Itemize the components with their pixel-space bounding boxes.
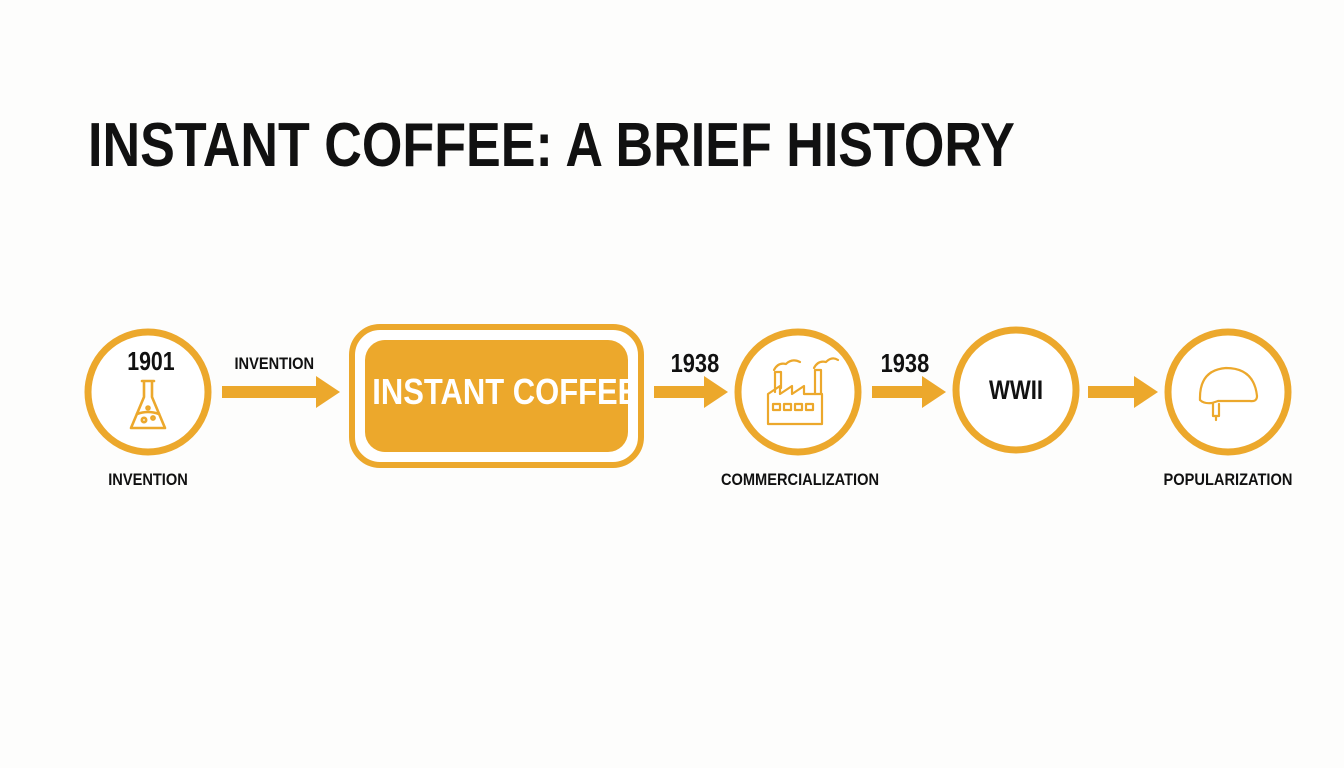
year-1938-label-2: 1938 — [880, 348, 930, 378]
page-title: INSTANT COFFEE: A BRIEF HISTORY — [88, 111, 1015, 180]
popularization-caption: POPULARIZATION — [1163, 470, 1293, 489]
factory-icon — [766, 357, 840, 426]
invention-caption: INVENTION — [108, 470, 188, 489]
commercialization-caption: COMMERCIALIZATION — [720, 470, 880, 489]
invention-circle — [84, 328, 212, 456]
year-1938-label-1: 1938 — [670, 348, 720, 378]
helmet-icon — [1198, 366, 1259, 422]
arrow-1 — [222, 376, 340, 408]
instant-coffee-pill — [365, 340, 628, 452]
flask-icon — [129, 379, 167, 430]
popularization-circle — [1164, 328, 1292, 456]
commercialization-circle — [734, 328, 862, 456]
wwii-circle — [952, 326, 1080, 454]
arrow-2 — [654, 376, 728, 408]
instant-coffee-label: INSTANT COFFEE — [372, 371, 639, 412]
year-1901-label: 1901 — [127, 346, 175, 376]
arrow-label-invention: INVENTION — [234, 354, 315, 373]
wwii-label: WWII — [988, 375, 1044, 405]
arrow-3 — [872, 376, 946, 408]
arrow-4 — [1088, 376, 1158, 408]
